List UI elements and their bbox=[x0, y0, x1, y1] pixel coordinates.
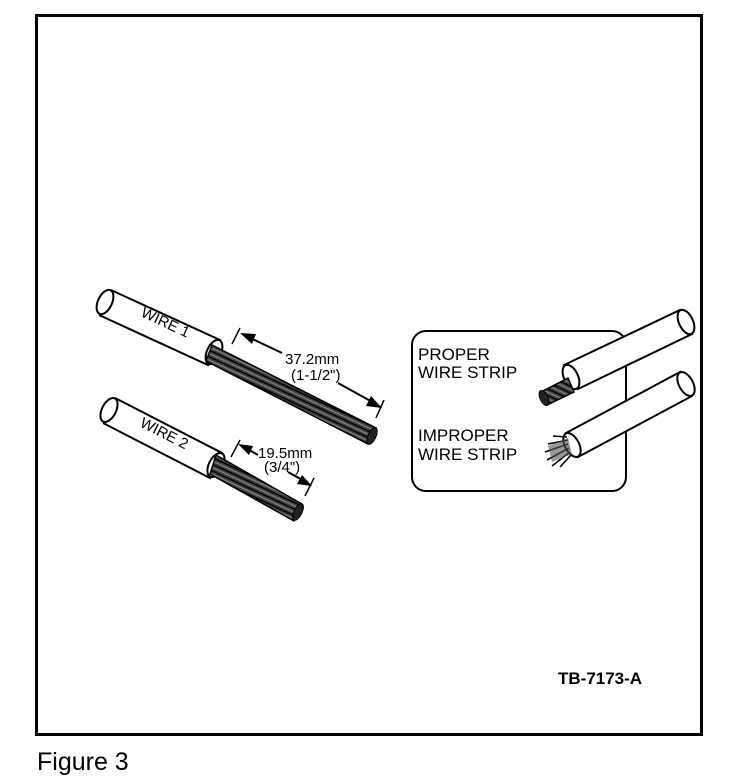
arrow-head bbox=[366, 396, 382, 408]
proper-label-line1: PROPER bbox=[418, 345, 490, 364]
improper-label-line2: WIRE STRIP bbox=[418, 445, 517, 464]
wire-2-dimension-imperial: (3/4") bbox=[264, 459, 300, 476]
wire-2-dimension: 19.5mm (3/4") bbox=[230, 439, 315, 497]
figure-id-code: TB-7173-A bbox=[558, 669, 642, 688]
wire-1: WIRE 1 bbox=[95, 288, 378, 446]
improper-wire bbox=[544, 370, 696, 468]
proper-wire bbox=[538, 308, 696, 407]
strip-comparison-inset: PROPER WIRE STRIP IMPROPER WIRE STRIP bbox=[411, 308, 696, 492]
wire-1-dimension: 37.2mm (1-1/2") bbox=[231, 327, 385, 419]
figure-frame bbox=[35, 14, 703, 736]
wire-1-dimension-metric: 37.2mm bbox=[285, 351, 339, 368]
improper-label-line1: IMPROPER bbox=[418, 426, 509, 445]
arrow-head bbox=[238, 444, 253, 455]
wire-2-dimension-metric: 19.5mm bbox=[258, 445, 312, 462]
arrow-head bbox=[240, 333, 256, 344]
proper-label-line2: WIRE STRIP bbox=[418, 363, 517, 382]
arrow-head bbox=[297, 475, 312, 486]
wire-1-dimension-imperial: (1-1/2") bbox=[291, 367, 341, 384]
figure-caption: Figure 3 bbox=[37, 748, 129, 776]
